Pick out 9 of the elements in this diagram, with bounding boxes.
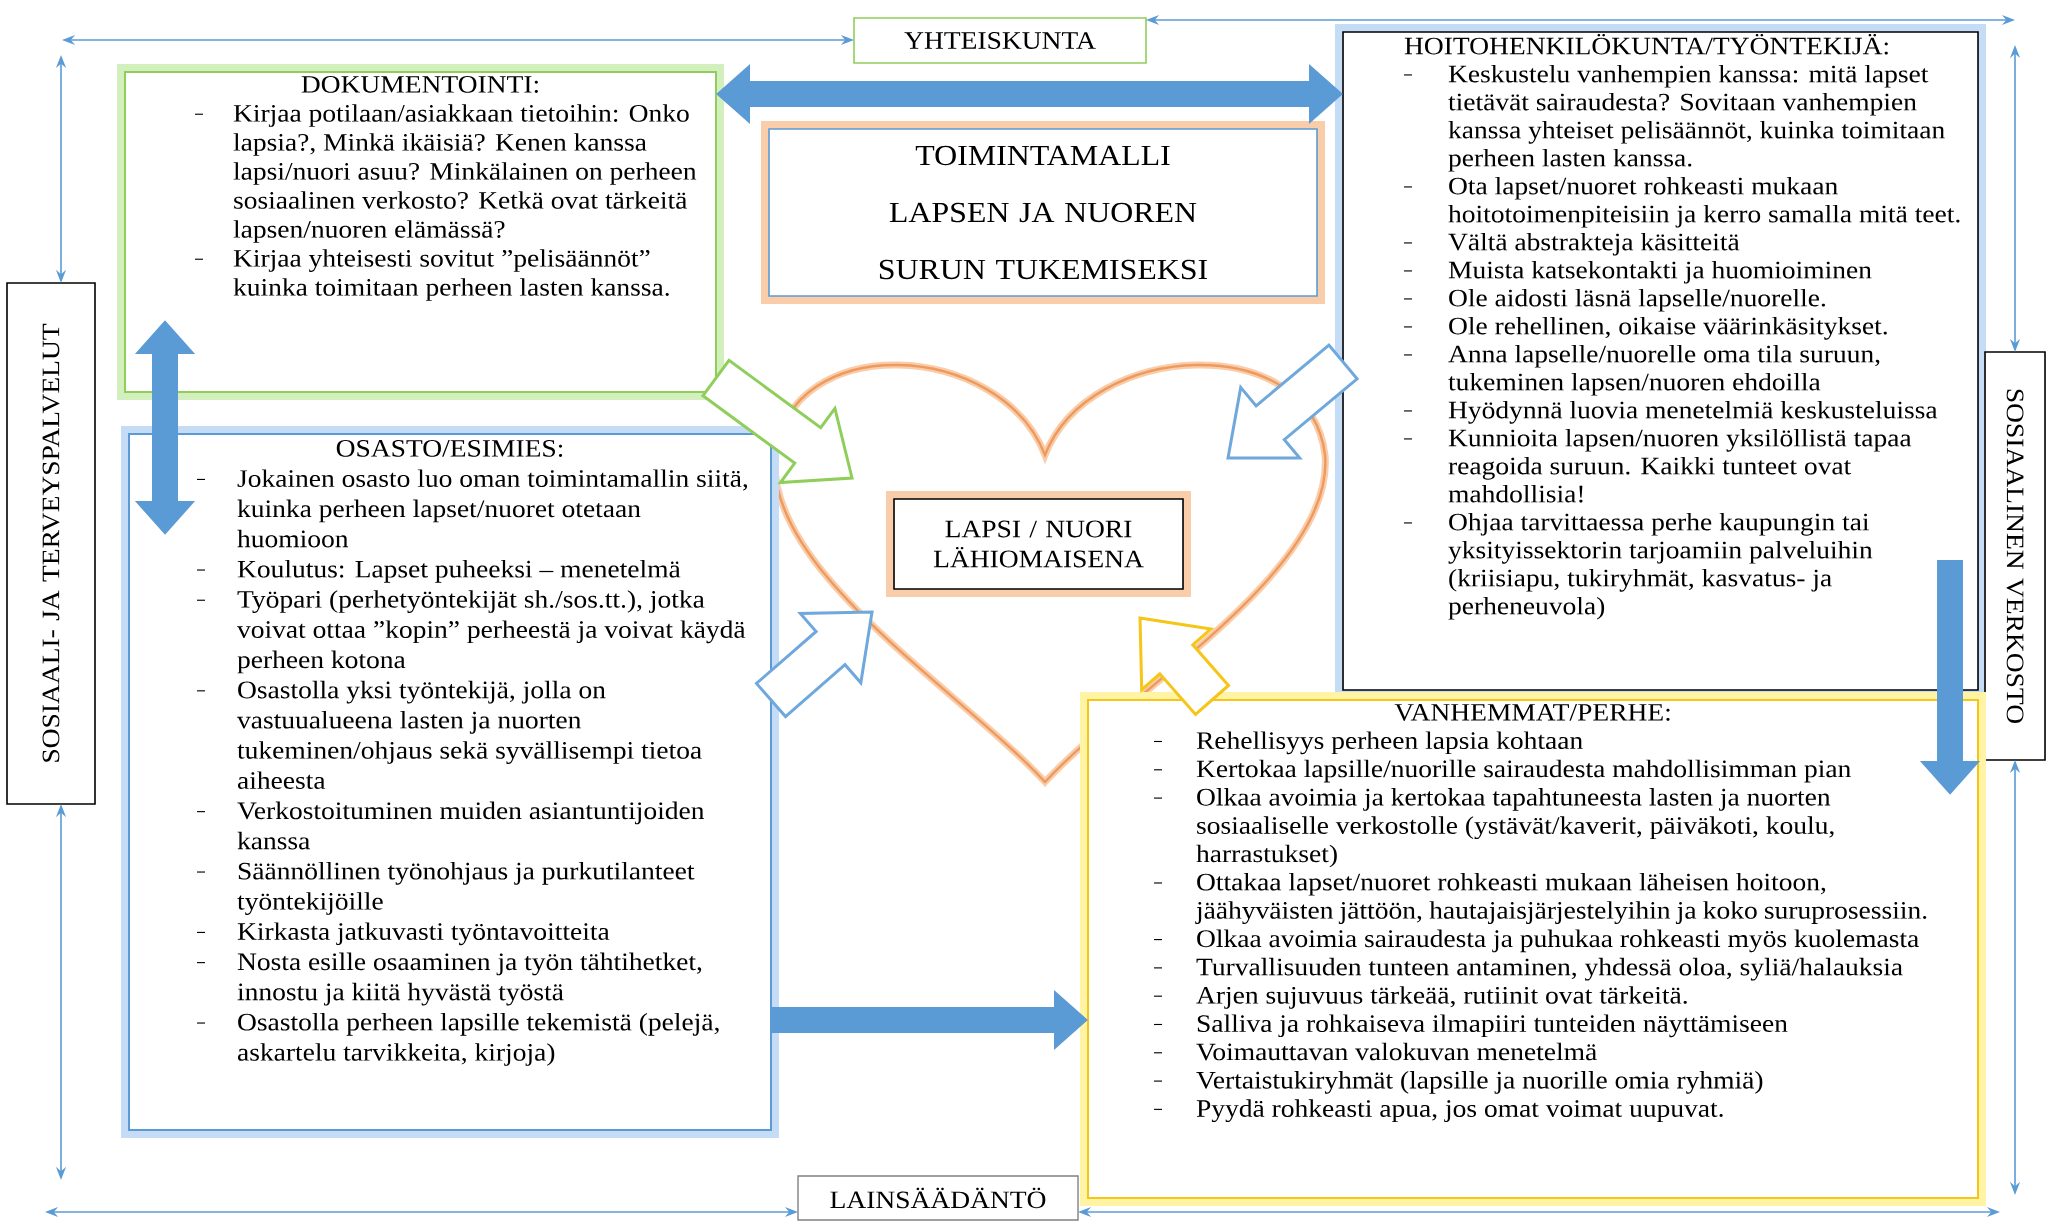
title-box: TOIMINTAMALLI LAPSEN JA NUOREN SURUN TUKEMISEKSI [761, 121, 1325, 304]
center-box: LAPSI / NUORI LÄHIOMAISENA [886, 491, 1191, 597]
text-box: VANHEMMAT/PERHE: Rehellisyys perheen lapsia kohtaan Kertokaa lapsille/nuorille sairaudesta mahdollisimman pian Olkaa avoimia ja kertokaa tapahtuneesta lasten ja nuorten sosiaaliselle verkostolle (ystävät/kaverit, päiväkoti, koulu, harrastukset) Ottakaa lapset/nuoret rohkeasti mukaan läheisen hoitoon, jäähyväisten jättöön, hautajaisjärjestelyihin ja koko suruprosessiin. Olkaa avoimia sairaudesta ja puhukaa rohkeasti myös kuolemasta Turvallisuuden tunteen antaminen, yhdessä oloa, syliä/halauksia Arjen sujuvuus tärkeää, rutiinit ovat tärkeitä. Salliva ja rohkaiseva ilmapiiri tunteiden näyttämiseen Voimauttavan valokuvan menetelmä Vertaistukiryhmät (lapsille ja nuorille omia ryhmiä) Pyydä rohkeasti apua, jos omat voimat uupuvat. [1080, 692, 1986, 1206]
label-box: SOSIAALI- JA TERVEYSPALVELUT [6, 282, 96, 805]
label-box: LAINSÄÄDÄNTÖ [797, 1175, 1079, 1221]
text-box: OSASTO/ESIMIES: Jokainen osasto luo oman toimintamallin siitä, kuinka perheen lapset/nuoret otetaan huomioon Koulutus: Lapset puheeksi – menetelmä Työpari (perhetyöntekijät sh./sos.tt.), jotka voivat ottaa ”kopin” perheestä ja voivat käydä perheen kotona Osastolla yksi työntekijä, jolla on vastuualueena lasten ja nuorten tukeminen/ohjaus sekä syvällisempi tietoa aiheesta Verkostoituminen muiden asiantuntijoiden kanssa Säännöllinen työnohjaus ja purkutilanteet työntekijöille Kirkasta jatkuvasti työntavoitteita Nosta esille osaaminen ja työn tähtihetket, innostu ja kiitä hyvästä työstä Osastolla perheen lapsille tekemistä (pelejä, askartelu tarvikkeita, kirjoja) [121, 426, 779, 1138]
label-box: YHTEISKUNTA [853, 17, 1147, 64]
text-box: DOKUMENTOINTI: Kirjaa potilaan/asiakkaan tietoihin: Onko lapsia?, Minkä ikäisiä? Kenen kanssa lapsi/nuori asuu? Minkälainen on perheen sosiaalinen verkosto? Ketkä ovat tärkeitä lapsen/nuoren elämässä? Kirjaa yhteisesti sovitut ”pelisäännöt” kuinka toimitaan perheen lasten kanssa. [117, 64, 724, 400]
label-box: SOSIAALINEN VERKOSTO [1984, 351, 2046, 761]
